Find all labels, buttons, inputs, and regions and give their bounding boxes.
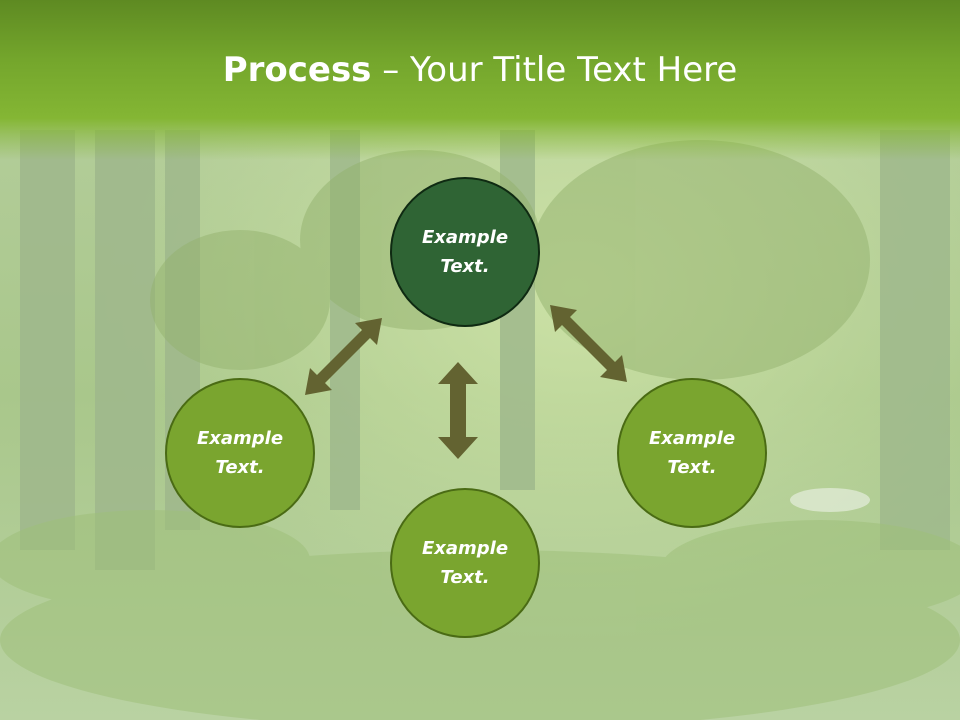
double-arrow-vertical-icon xyxy=(438,362,478,459)
process-node-left: Example Text. xyxy=(165,378,315,528)
process-node-top: Example Text. xyxy=(390,177,540,327)
process-node-bottom: Example Text. xyxy=(390,488,540,638)
process-node-right: Example Text. xyxy=(617,378,767,528)
double-arrow-left-icon xyxy=(305,318,382,395)
node-top-label: Example Text. xyxy=(421,227,509,277)
title-bar xyxy=(0,0,960,160)
slide-title: Process – Your Title Text Here xyxy=(0,50,960,90)
title-rest-text: – Your Title Text Here xyxy=(371,50,738,90)
node-left-label: Example Text. xyxy=(196,428,284,478)
node-bottom-label: Example Text. xyxy=(421,538,509,588)
node-right-label: Example Text. xyxy=(648,428,736,478)
double-arrow-right-icon xyxy=(550,305,627,382)
title-bold-text: Process xyxy=(222,50,372,90)
